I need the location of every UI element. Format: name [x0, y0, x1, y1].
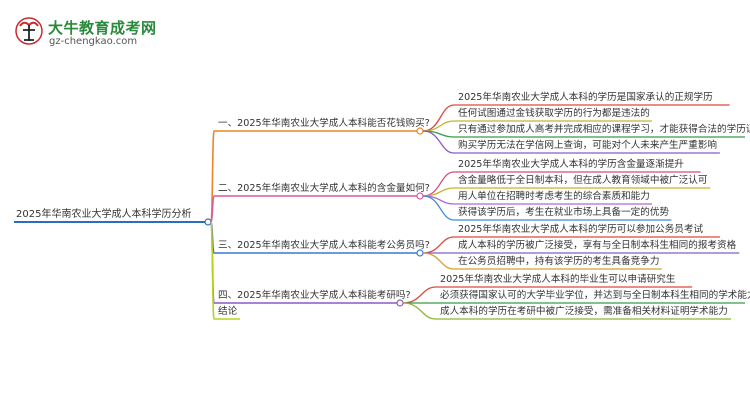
leaf-label: 只有通过参加成人高考并完成相应的课程学习，才能获得合法的学历证书	[458, 124, 750, 135]
leaf-label: 购买学历无法在学信网上查询，可能对个人未来产生严重影响	[458, 140, 718, 151]
logo-url: gz-chengkao.com	[49, 36, 138, 47]
branch-label: 结论	[218, 306, 238, 317]
leaf-label: 用人单位在招聘时考虑考生的综合素质和能力	[458, 191, 650, 202]
branch-label: 一、2025年华南农业大学成人本科能否花钱购买?	[218, 118, 430, 129]
leaf-connector	[422, 130, 455, 154]
logo-title: 大牛教育成考网	[48, 19, 157, 37]
leaf-label: 在公务员招聘中，持有该学历的考生具备竞争力	[458, 256, 660, 267]
leaf-label: 2025年华南农业大学成人本科的学历含金量逐渐提升	[458, 159, 684, 170]
leaf-label: 含金量略低于全日制本科，但在成人教育领域中被广泛认可	[458, 175, 708, 186]
leaf-label: 2025年华南农业大学成人本科的毕业生可以申请研究生	[440, 274, 676, 285]
branch-label: 三、2025年华南农业大学成人本科能考公务员吗?	[218, 240, 430, 251]
leaf-connector	[422, 195, 455, 221]
root-node-label: 2025年华南农业大学成人本科学历分析	[16, 209, 192, 220]
site-logo[interactable]: 大牛教育成考网 gz-chengkao.com	[14, 16, 164, 48]
root-node-dot	[204, 218, 212, 226]
leaf-label: 2025年华南农业大学成人本科的学历可以参加公务员考试	[458, 224, 704, 235]
bull-logo-icon	[15, 17, 43, 45]
branch-connector	[210, 221, 215, 320]
leaf-label: 必须获得国家认可的大学毕业学位，并达到与全日制本科生相同的学术能力	[440, 290, 750, 301]
leaf-connector	[402, 302, 437, 320]
branch-connector	[210, 195, 215, 223]
leaf-label: 获得该学历后，考生在就业市场上具备一定的优势	[458, 207, 670, 218]
branch-label: 二、2025年华南农业大学成人本科的含金量如何?	[218, 183, 430, 194]
leaf-label: 2025年华南农业大学成人本科的学历是国家承认的正规学历	[458, 92, 713, 103]
leaf-connector	[422, 252, 455, 270]
leaf-label: 成人本科的学历在考研中被广泛接受，需准备相关材料证明学术能力	[440, 306, 728, 317]
leaf-label: 任何试图通过金钱获取学历的行为都是违法的	[458, 108, 650, 119]
branch-label: 四、2025年华南农业大学成人本科能考研吗?	[218, 290, 411, 301]
leaf-label: 成人本科的学历被广泛接受，享有与全日制本科生相同的报考资格	[458, 240, 737, 251]
